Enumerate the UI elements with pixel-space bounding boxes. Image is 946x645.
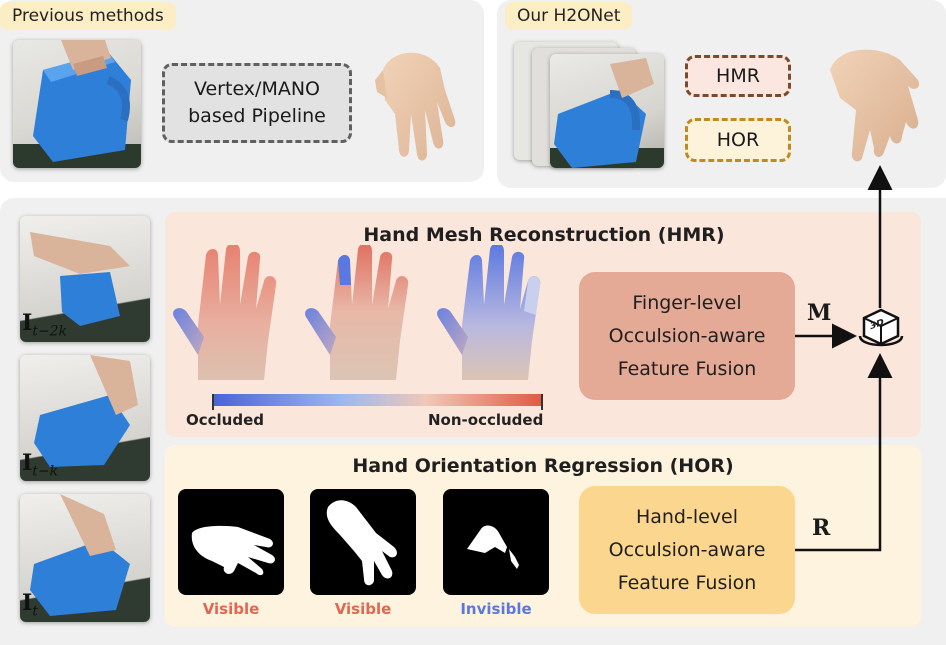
input-label-t: It [22, 590, 38, 619]
hand-silhouette-2 [326, 500, 397, 586]
previous-hand-mesh-icon [375, 52, 456, 161]
hand-level-fusion-box: Hand-level Occulsion-aware Feature Fusio… [579, 486, 795, 614]
frame2-illustration [34, 355, 138, 467]
fusion-line: Hand-level [635, 505, 739, 528]
hmr-box: HMR [685, 55, 791, 97]
legend-occluded: Occluded [186, 411, 265, 429]
previous-input-photo [13, 40, 141, 168]
fusion-line: Occulsion-aware [608, 538, 766, 561]
pipeline-line1: Vertex/MANO [193, 78, 321, 100]
hor-box: HOR [685, 118, 791, 162]
input-frame-t-2k [20, 216, 150, 342]
hmr-hand-occlusion-maps [173, 245, 541, 380]
mask-invisible [443, 489, 549, 595]
legend-non-occluded: Non-occluded [428, 411, 544, 429]
input-label-base: I [22, 590, 33, 616]
input-label-base: I [22, 310, 33, 336]
frame3-illustration [30, 494, 130, 616]
pipeline-line2: based Pipeline [188, 105, 326, 127]
hor-section-title: Hand Orientation Regression (HOR) [352, 455, 734, 477]
fusion-line: Occulsion-aware [608, 324, 766, 347]
input-frame-t [20, 494, 150, 622]
fusion-line: Feature Fusion [617, 571, 757, 594]
hand-silhouette-1 [191, 525, 275, 576]
mask-visible-2 [310, 489, 416, 595]
occlusion-legend-bar [212, 394, 542, 406]
finger-level-fusion-box: Finger-level Occulsion-aware Feature Fus… [579, 272, 795, 400]
cube-rotate-icon [858, 308, 904, 347]
input-frame-t-k [20, 355, 150, 481]
hor-section: Hand Orientation Regression (HOR) [165, 445, 921, 627]
input-label-t-k: It−k [22, 450, 58, 479]
mask-label-visible-2: Visible [334, 600, 392, 618]
frame1-illustration [30, 232, 130, 326]
mask-label-invisible: Invisible [460, 600, 532, 618]
legend-tick-left [212, 394, 214, 410]
legend-tick-right [541, 394, 543, 410]
hand-map-1 [173, 245, 277, 380]
mask-visible-1 [178, 489, 284, 595]
hand-map-2 [305, 245, 409, 380]
previous-methods-tag: Previous methods [0, 2, 176, 30]
output-symbol-r: R [812, 515, 831, 541]
mask-label-visible-1: Visible [202, 600, 260, 618]
input-label-sub: t−2k [32, 323, 68, 340]
fusion-line: Feature Fusion [617, 357, 757, 380]
hand-map-3 [437, 245, 541, 380]
hmr-section-title: Hand Mesh Reconstruction (HMR) [363, 224, 725, 246]
input-label-base: I [22, 450, 33, 476]
hand-silhouette-3 [467, 525, 519, 569]
h2onet-frame-stack-front [550, 54, 664, 168]
3d-cube-icon: 3D [856, 306, 906, 352]
pitcher-photo-illustration-2 [550, 58, 664, 168]
arrow-r-to-3d [795, 353, 893, 552]
h2onet-hand-mesh-icon [830, 49, 920, 162]
pitcher-photo-illustration [13, 40, 141, 168]
output-symbol-m: M [807, 300, 832, 326]
vertex-mano-pipeline-box: Vertex/MANO based Pipeline [162, 63, 352, 143]
h2onet-tag: Our H2ONet [505, 2, 633, 30]
fusion-line: Finger-level [632, 291, 742, 314]
input-label-sub: t [32, 603, 38, 620]
input-label-sub: t−k [32, 463, 59, 480]
input-label-t-2k: It−2k [22, 310, 67, 339]
